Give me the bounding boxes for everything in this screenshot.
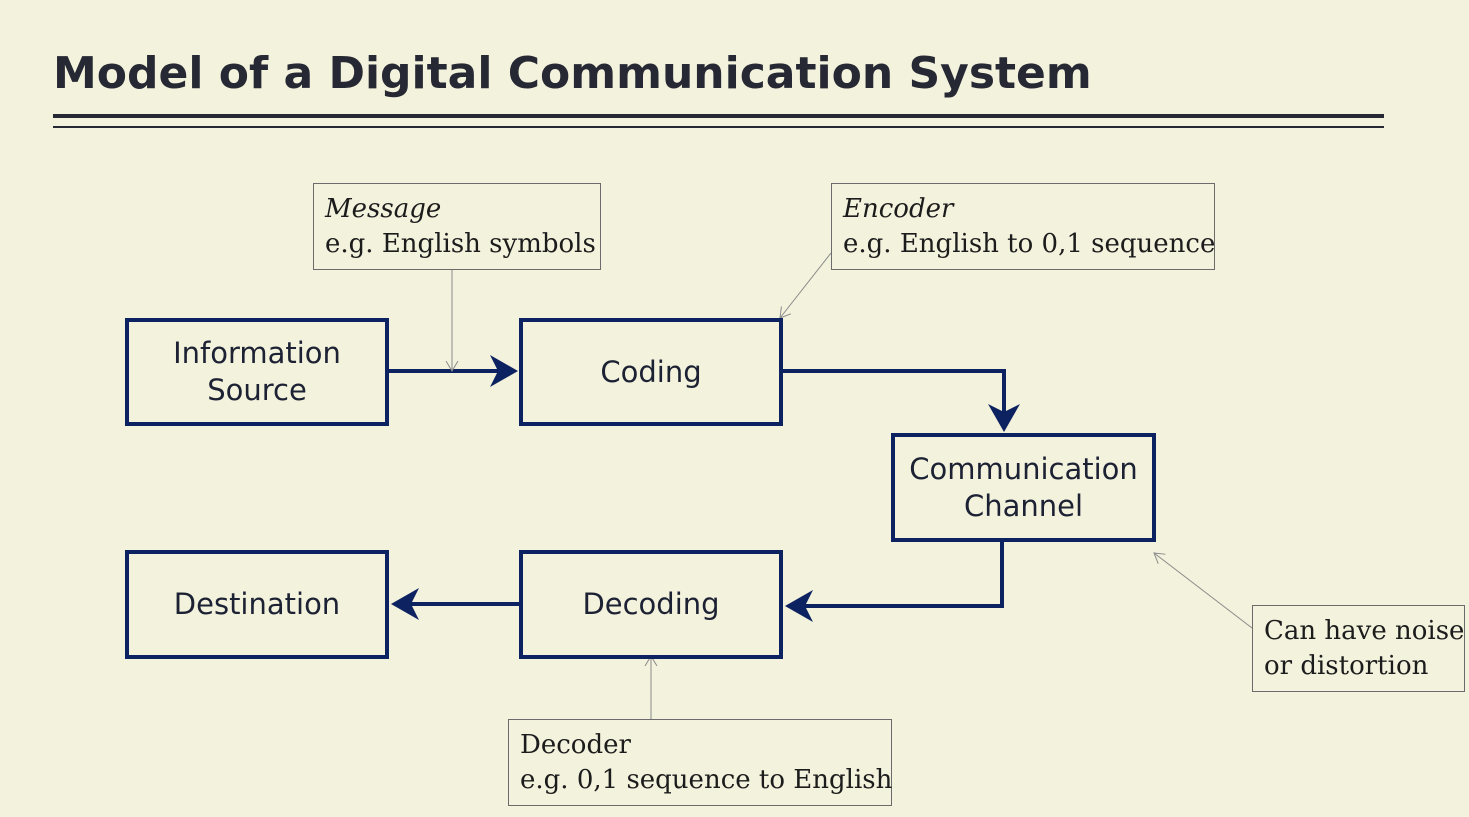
information-source-block: Information Source bbox=[125, 318, 389, 426]
noise-note: Can have noise or distortion bbox=[1252, 605, 1465, 692]
encoder-note-heading: Encoder bbox=[843, 194, 954, 224]
title-rule-thick bbox=[53, 114, 1384, 118]
message-note: Message e.g. English symbols bbox=[313, 183, 601, 270]
message-note-heading: Message bbox=[325, 194, 442, 224]
decoding-block: Decoding bbox=[519, 550, 783, 659]
information-source-label-line1: Information bbox=[173, 336, 341, 370]
coding-label: Coding bbox=[600, 354, 702, 389]
callout-noise-leader bbox=[1154, 553, 1253, 629]
title-rule-thin bbox=[53, 126, 1384, 128]
destination-block: Destination bbox=[125, 550, 389, 659]
decoder-note: Decoder e.g. 0,1 sequence to English bbox=[508, 719, 892, 806]
destination-label: Destination bbox=[173, 587, 341, 621]
noise-note-line1: Can have noise bbox=[1264, 616, 1465, 646]
communication-channel-label-line2: Channel bbox=[963, 488, 1084, 523]
communication-channel-label-line1: Communication bbox=[909, 451, 1138, 486]
encoder-note-detail: e.g. English to 0,1 sequence bbox=[843, 229, 1216, 259]
noise-note-line2: or distortion bbox=[1264, 651, 1429, 681]
arrow-coding-to-channel bbox=[782, 369, 1020, 432]
decoder-note-heading: Decoder bbox=[520, 730, 631, 760]
message-note-detail: e.g. English symbols bbox=[325, 229, 596, 259]
communication-channel-block: Communication Channel bbox=[891, 433, 1156, 542]
coding-block: Coding bbox=[519, 318, 783, 426]
arrow-channel-to-decoding bbox=[785, 541, 1004, 622]
encoder-note: Encoder e.g. English to 0,1 sequence bbox=[831, 183, 1215, 270]
callout-encoder-leader bbox=[780, 252, 832, 318]
decoder-note-detail: e.g. 0,1 sequence to English bbox=[520, 765, 893, 795]
information-source-label-line2: Source bbox=[207, 373, 307, 407]
decoding-label: Decoding bbox=[582, 587, 720, 621]
page-title: Model of a Digital Communication System bbox=[53, 48, 1092, 99]
